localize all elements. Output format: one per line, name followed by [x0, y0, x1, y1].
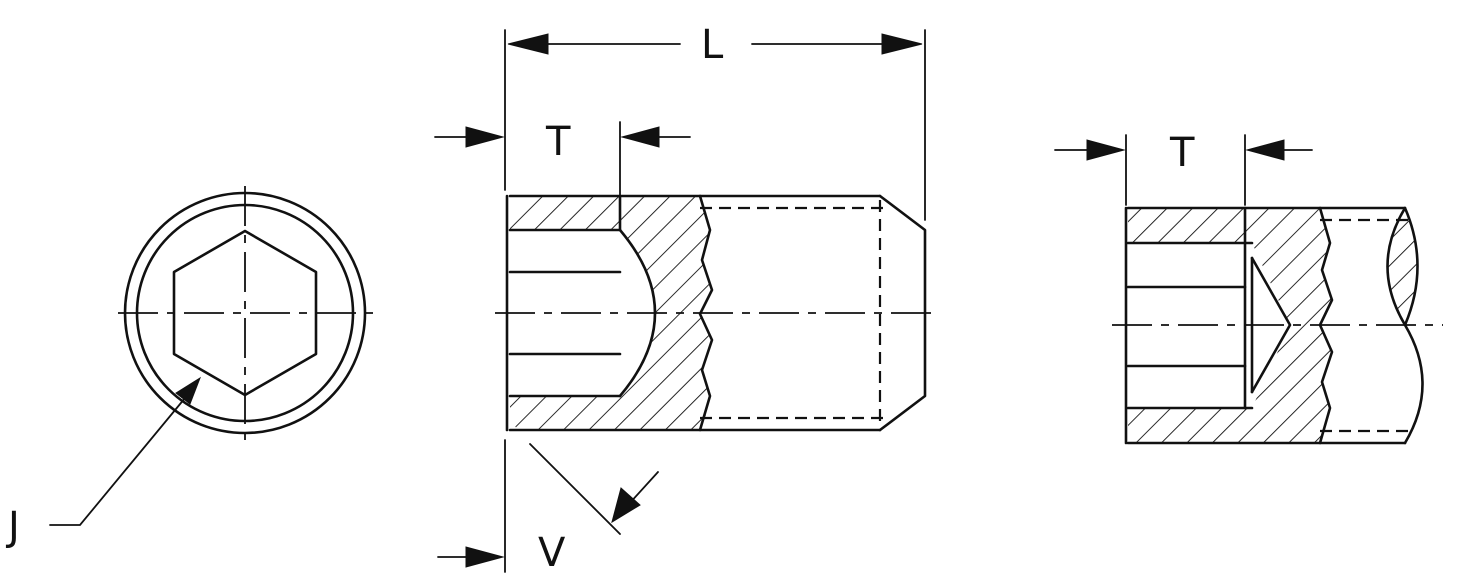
- top-wall-hatch: [510, 196, 710, 230]
- socket-depth-arrowhead-left: [465, 126, 505, 148]
- end-view: J: [5, 186, 375, 550]
- socket-depth-label-center: T: [545, 119, 571, 165]
- right-depth-arrowhead-left: [1086, 139, 1126, 161]
- length-label: L: [701, 22, 724, 68]
- socket-depth-label-right: T: [1169, 130, 1195, 176]
- right-socket-bottom-hatch: [1252, 243, 1332, 408]
- hex-size-label: J: [5, 504, 20, 550]
- socket-depth-arrowhead-right: [620, 126, 660, 148]
- break-line: [698, 194, 714, 432]
- length-arrowhead-left: [507, 33, 549, 55]
- point-angle-label: V: [538, 530, 566, 576]
- right-top-wall-hatch: [1128, 208, 1330, 243]
- right-end-break-lower: [1403, 323, 1424, 445]
- point-angle-arrowhead: [611, 487, 641, 524]
- section-view: L T V: [434, 22, 935, 576]
- right-bottom-wall-hatch: [1128, 408, 1330, 443]
- right-depth-arrowhead-right: [1245, 139, 1285, 161]
- right-socket-cone: [1250, 256, 1292, 394]
- point-arrowhead-left: [465, 546, 505, 568]
- right-end-break-hatch: [1387, 208, 1418, 325]
- length-arrowhead-right: [881, 33, 923, 55]
- hex-size-arrowhead: [175, 376, 202, 405]
- partial-section-view: T: [1054, 130, 1443, 445]
- point-angle-extension: [529, 443, 621, 535]
- hex-size-leader: [49, 391, 191, 526]
- bottom-wall-hatch: [510, 396, 710, 430]
